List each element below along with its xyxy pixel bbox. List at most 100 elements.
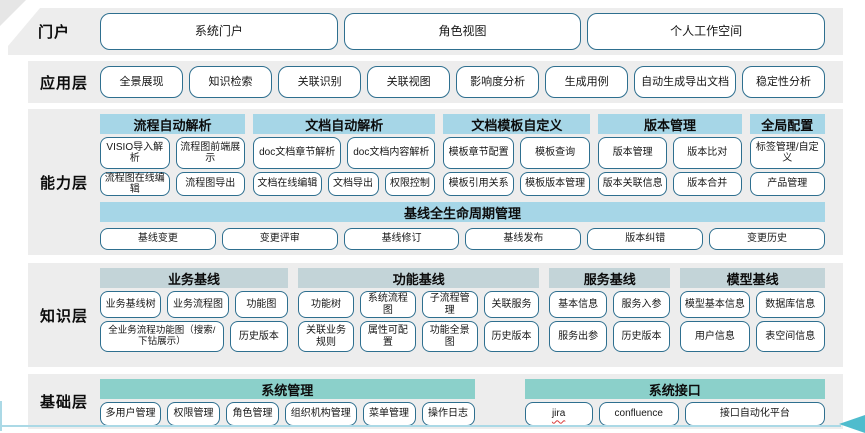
module-box: 模板查询 (519, 137, 591, 169)
group-system-interface: 系统接口 jira confluence 接口自动化平台 (524, 379, 825, 426)
group-row: 全业务流程功能图（搜索/下钻展示） 历史版本 (100, 321, 289, 352)
module-box: 影响度分析 (456, 66, 540, 98)
module-box: 标签管理/自定义 (749, 137, 825, 169)
group-row: jira confluence 接口自动化平台 (524, 402, 825, 426)
module-box: 生成用例 (545, 66, 629, 98)
portal-box: 角色视图 (343, 13, 582, 50)
module-box: 用户信息 (680, 321, 750, 352)
bottom-accent-line (0, 425, 841, 427)
group-row: 标签管理/自定义 (749, 137, 825, 169)
group-service-baseline: 服务基线 基本信息 服务入参 服务出参 历史版本 (549, 268, 671, 362)
module-box: 系统流程图 (359, 291, 416, 318)
module-box: 权限管理 (166, 402, 220, 426)
module-box: 文档在线编辑 (253, 172, 322, 196)
group-row: 模型基本信息 数据库信息 (680, 291, 825, 318)
application-content: 全景展现 知识检索 关联识别 关联视图 影响度分析 生成用例 自动生成导出文档 … (100, 66, 843, 98)
capability-groups: 流程自动解析 VISIO导入解析 流程图前端展示 流程图在线编辑 流程图导出 文… (100, 114, 825, 196)
left-arrow-icon (839, 415, 865, 433)
group-row: 文档在线编辑 文档导出 权限控制 (253, 172, 436, 196)
module-box: 版本管理 (598, 137, 667, 169)
module-box: doc文档内容解析 (347, 137, 436, 169)
group-row: 产品管理 (749, 172, 825, 196)
module-box: 服务出参 (549, 321, 607, 352)
group-global-config: 全局配置 标签管理/自定义 产品管理 (749, 114, 825, 196)
layer-label-knowledge: 知识层 (39, 307, 88, 325)
module-box: 权限控制 (384, 172, 436, 196)
layer-row-knowledge: 知识层 业务基线 业务基线树 业务流程图 功能图 全业务流程功能图（搜索/下钻展… (28, 263, 843, 367)
module-box: 历史版本 (229, 321, 289, 352)
module-box: 流程图在线编辑 (100, 172, 170, 196)
group-business-baseline: 业务基线 业务基线树 业务流程图 功能图 全业务流程功能图（搜索/下钻展示） 历… (100, 268, 289, 362)
module-box: 全景展现 (100, 66, 184, 98)
module-box: 知识检索 (189, 66, 273, 98)
module-box: 业务流程图 (167, 291, 229, 318)
module-box: 流程图前端展示 (175, 137, 246, 169)
group-header: 文档模板自定义 (443, 114, 591, 134)
group-header: 版本管理 (598, 114, 742, 134)
group-row: 功能树 系统流程图 子流程管理 关联服务 (298, 291, 540, 318)
module-box: 版本关联信息 (598, 172, 667, 196)
module-box: 属性可配置 (359, 321, 416, 352)
capability-content: 流程自动解析 VISIO导入解析 流程图前端展示 流程图在线编辑 流程图导出 文… (100, 114, 843, 250)
module-box: 关联识别 (278, 66, 362, 98)
module-box: 接口自动化平台 (684, 402, 825, 426)
portal-content: 系统门户 角色视图 个人工作空间 (100, 13, 843, 50)
group-row: doc文档章节解析 doc文档内容解析 (253, 137, 436, 169)
module-box: 组织机构管理 (284, 402, 357, 426)
module-box: 版本纠错 (587, 228, 704, 250)
group-row: 流程图在线编辑 流程图导出 (100, 172, 246, 196)
layer-row-capability: 能力层 流程自动解析 VISIO导入解析 流程图前端展示 流程图在线编辑 流程图… (28, 109, 843, 255)
module-box: 操作日志 (421, 402, 475, 426)
module-box: 业务基线树 (100, 291, 162, 318)
module-box: 服务入参 (612, 291, 671, 318)
module-box: 表空间信息 (755, 321, 825, 352)
group-row: 版本管理 版本比对 (598, 137, 742, 169)
group-row: 用户信息 表空间信息 (680, 321, 825, 352)
module-box: 多用户管理 (100, 402, 161, 426)
group-row: 基本信息 服务入参 (549, 291, 671, 318)
group-header: 系统管理 (100, 379, 475, 399)
layer-label-capability: 能力层 (39, 174, 88, 192)
knowledge-groups: 业务基线 业务基线树 业务流程图 功能图 全业务流程功能图（搜索/下钻展示） 历… (100, 268, 825, 362)
foundation-groups: 系统管理 多用户管理 权限管理 角色管理 组织机构管理 菜单管理 操作日志 系统… (100, 379, 825, 426)
knowledge-content: 业务基线 业务基线树 业务流程图 功能图 全业务流程功能图（搜索/下钻展示） 历… (100, 268, 843, 362)
baseline-boxes: 基线变更 变更评审 基线修订 基线发布 版本纠错 变更历史 (100, 228, 825, 250)
group-header: 全局配置 (749, 114, 825, 134)
module-box: 历史版本 (483, 321, 540, 352)
portal-box: 个人工作空间 (587, 13, 826, 50)
module-box: 模型基本信息 (680, 291, 750, 318)
module-box: 功能图 (234, 291, 289, 318)
module-box: 模板章节配置 (443, 137, 514, 169)
module-box: 自动生成导出文档 (634, 66, 736, 98)
group-version-management: 版本管理 版本管理 版本比对 版本关联信息 版本合并 (598, 114, 742, 196)
module-box: 稳定性分析 (741, 66, 825, 98)
left-accent-line (0, 401, 2, 431)
group-row: 版本关联信息 版本合并 (598, 172, 742, 196)
module-box: 功能树 (298, 291, 354, 318)
module-box: confluence (598, 402, 679, 426)
module-box: 功能全景图 (421, 321, 478, 352)
layer-label-application: 应用层 (39, 74, 88, 92)
module-box: VISIO导入解析 (100, 137, 170, 169)
module-box-jira: jira (524, 402, 593, 426)
group-doc-template: 文档模板自定义 模板章节配置 模板查询 模板引用关系 模板版本管理 (443, 114, 591, 196)
module-box: 变更评审 (221, 228, 338, 250)
baseline-lifecycle-header: 基线全生命周期管理 (100, 202, 825, 222)
group-row: 多用户管理 权限管理 角色管理 组织机构管理 菜单管理 操作日志 (100, 402, 475, 426)
module-box: 基线发布 (465, 228, 582, 250)
group-header: 功能基线 (298, 268, 540, 288)
group-process-parsing: 流程自动解析 VISIO导入解析 流程图前端展示 流程图在线编辑 流程图导出 (100, 114, 246, 196)
foundation-content: 系统管理 多用户管理 权限管理 角色管理 组织机构管理 菜单管理 操作日志 系统… (100, 379, 843, 426)
group-row: 业务基线树 业务流程图 功能图 (100, 291, 289, 318)
module-box: 产品管理 (749, 172, 825, 196)
module-box: 模板引用关系 (443, 172, 514, 196)
module-box: 版本比对 (672, 137, 742, 169)
module-box: 版本合并 (672, 172, 742, 196)
portal-box: 系统门户 (100, 13, 338, 50)
module-box: 关联视图 (367, 66, 451, 98)
module-box: 数据库信息 (755, 291, 825, 318)
layer-row-foundation: 基础层 系统管理 多用户管理 权限管理 角色管理 组织机构管理 菜单管理 操作日… (28, 374, 843, 429)
module-box: 文档导出 (327, 172, 379, 196)
module-box: 子流程管理 (421, 291, 478, 318)
